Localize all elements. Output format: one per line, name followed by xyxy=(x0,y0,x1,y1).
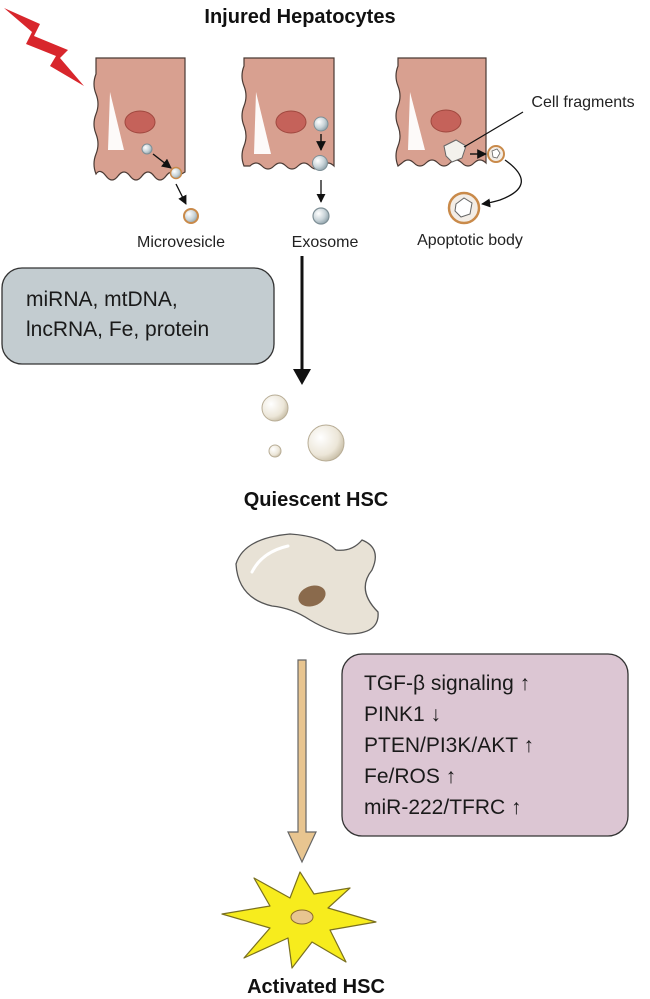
activated-hsc-cell-icon xyxy=(221,871,377,969)
label-apoptotic-body: Apoptotic body xyxy=(417,232,523,249)
signaling-line-1: TGF-β signaling ↑ xyxy=(364,672,530,695)
signaling-line-2: PINK1 ↓ xyxy=(364,703,441,726)
activation-arrow xyxy=(287,659,317,864)
hepatocyte-cell-icon xyxy=(395,57,487,167)
main-flow-arrow-head xyxy=(293,369,311,385)
cargo-box xyxy=(1,267,275,365)
microvesicle-icon xyxy=(183,208,199,224)
title-quiescent-hsc: Quiescent HSC xyxy=(244,489,388,511)
label-cell-fragments: Cell fragments xyxy=(531,94,634,111)
label-microvesicle: Microvesicle xyxy=(137,234,225,251)
title-activated-hsc: Activated HSC xyxy=(247,976,385,998)
cargo-line-1: miRNA, mtDNA, xyxy=(26,288,178,311)
vesicle-cluster-icon xyxy=(261,394,345,462)
signaling-line-3: PTEN/PI3K/AKT ↑ xyxy=(364,734,534,757)
microvesicle-release-arrow xyxy=(175,183,187,205)
signaling-line-5: miR-222/TFRC ↑ xyxy=(364,796,522,819)
cargo-line-2: lncRNA, Fe, protein xyxy=(26,318,209,341)
exosome-icon xyxy=(312,207,330,225)
lightning-bolt-icon xyxy=(4,8,84,86)
cell-fragments-leader-line xyxy=(463,111,524,148)
quiescent-hsc-cell-icon xyxy=(235,533,379,635)
label-exosome: Exosome xyxy=(292,234,359,251)
apoptotic-release-arrow xyxy=(481,159,522,208)
signaling-line-4: Fe/ROS ↑ xyxy=(364,765,456,788)
title-injured-hepatocytes: Injured Hepatocytes xyxy=(204,6,395,28)
hepatocyte-cell-icon xyxy=(241,57,335,171)
hepatocyte-cell-icon xyxy=(93,57,186,181)
signaling-box xyxy=(341,653,629,837)
